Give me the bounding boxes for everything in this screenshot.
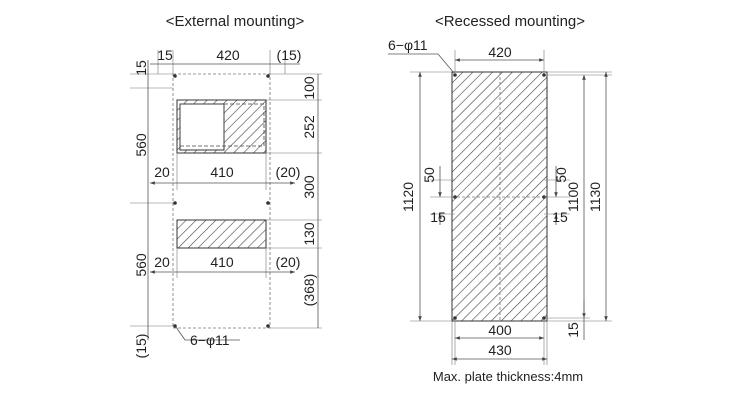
ext-hole-icon <box>266 74 270 78</box>
ext-dim-left-top: 15 <box>133 60 149 76</box>
external-outline <box>172 73 271 329</box>
ext-dim-top-width: 420 <box>216 47 240 63</box>
rec-hole-icon <box>453 73 457 77</box>
ext-dim-left-upper: 560 <box>133 133 149 157</box>
rec-dim-top-width: 420 <box>488 44 512 60</box>
ext-dim-lower-width: 410 <box>210 254 234 270</box>
rec-dim-left-height: 1120 <box>400 182 416 212</box>
external-mounting-view: <External mounting> 15 420 (15) <box>130 13 322 358</box>
ext-hole-icon <box>173 324 177 328</box>
external-title: <External mounting> <box>166 13 305 30</box>
ext-upper-panel-inner <box>179 103 225 151</box>
recessed-title: <Recessed mounting> <box>435 13 585 30</box>
rec-dim-left-15: 15 <box>430 209 446 225</box>
ext-dim-top-left: 15 <box>157 47 173 63</box>
ext-holes-callout: 6−φ11 <box>190 332 230 348</box>
ext-dim-lower-right-gap: (20) <box>276 254 301 270</box>
ext-dim-right-300: 300 <box>301 175 317 199</box>
rec-cutout-panel <box>451 71 548 322</box>
rec-hole-icon <box>542 316 546 320</box>
rec-dim-right-inner-height: 1100 <box>565 182 581 212</box>
ext-dim-top-right: (15) <box>277 47 302 63</box>
rec-plate-thickness-note: Max. plate thickness:4mm <box>433 369 583 384</box>
ext-dim-upper-width: 410 <box>210 164 234 180</box>
rec-dim-bottom-outer: 430 <box>488 342 512 358</box>
ext-dim-right-130: 130 <box>301 222 317 246</box>
ext-dim-right-252: 252 <box>301 115 317 139</box>
rec-hole-icon <box>453 316 457 320</box>
rec-holes-callout: 6−φ11 <box>388 37 428 53</box>
recessed-mounting-view: <Recessed mounting> 6−φ11 420 1120 50 <box>388 13 612 384</box>
rec-dim-left-50: 50 <box>421 167 437 183</box>
ext-hole-icon <box>173 201 177 205</box>
ext-dim-upper-left-gap: 20 <box>154 164 170 180</box>
ext-lower-panel <box>176 219 267 249</box>
ext-hole-icon <box>266 201 270 205</box>
rec-dim-bottom-right-15: 15 <box>565 322 581 338</box>
rec-dim-bottom-inner: 400 <box>488 322 512 338</box>
ext-dim-left-lower: 560 <box>133 253 149 277</box>
ext-dim-left-bottom: (15) <box>133 334 149 359</box>
rec-dim-right-50: 50 <box>553 167 569 183</box>
rec-hole-icon <box>542 73 546 77</box>
ext-dim-upper-right-gap: (20) <box>276 164 301 180</box>
ext-dim-lower-left-gap: 20 <box>154 254 170 270</box>
rec-dim-right-15: 15 <box>552 209 568 225</box>
ext-dim-right-368: (368) <box>301 274 317 307</box>
ext-hole-icon <box>173 74 177 78</box>
ext-hole-icon <box>266 324 270 328</box>
ext-dim-right-100: 100 <box>301 76 317 100</box>
rec-dim-right-outer-height: 1130 <box>587 182 603 212</box>
